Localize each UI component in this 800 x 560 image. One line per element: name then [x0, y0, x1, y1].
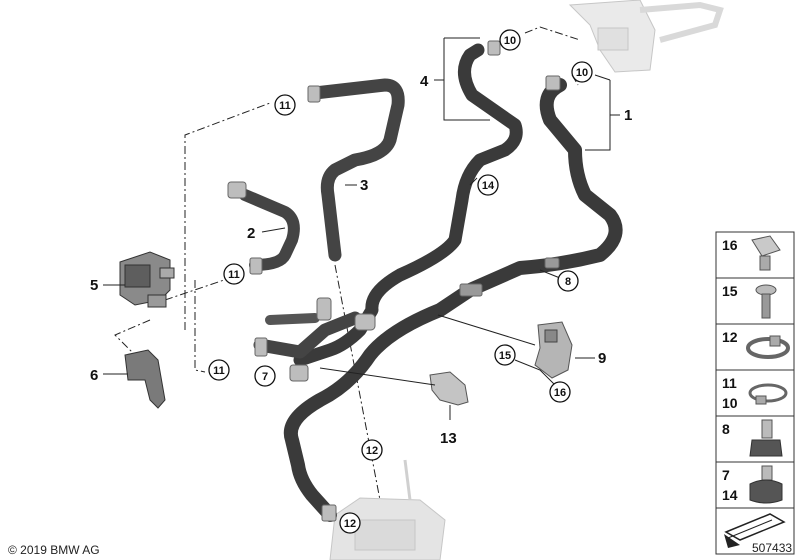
legend-row-7-14: 7 14: [715, 461, 795, 509]
callout-7: 7: [254, 365, 276, 387]
reference-lines: [103, 37, 620, 420]
copyright-text: © 2019 BMW AG: [8, 543, 100, 557]
parts-legend: 16 15 12 11 10 8: [715, 231, 795, 555]
part-labels: 1 2 3 4 5 6 9 13: [90, 73, 632, 447]
engine-component-top-right: [568, 0, 724, 73]
legend-row-12: 12: [715, 323, 795, 371]
callout-16: 16: [549, 381, 571, 403]
callout-10-top: 10: [499, 29, 521, 51]
svg-text:10: 10: [576, 67, 588, 79]
svg-text:14: 14: [722, 487, 738, 503]
svg-text:7: 7: [722, 467, 730, 483]
svg-text:16: 16: [554, 387, 566, 399]
svg-text:16: 16: [722, 237, 738, 253]
leader-lines: [114, 26, 581, 501]
legend-row-11-10: 11 10: [715, 369, 795, 417]
svg-text:8: 8: [722, 421, 730, 437]
svg-text:11: 11: [279, 100, 291, 112]
svg-text:11: 11: [213, 365, 225, 377]
label-part-13: 13: [440, 430, 457, 447]
holder: [429, 371, 469, 406]
svg-text:10: 10: [722, 395, 738, 411]
svg-text:15: 15: [722, 283, 738, 299]
label-part-9: 9: [598, 350, 606, 367]
label-part-3: 3: [360, 177, 368, 194]
label-part-6: 6: [90, 367, 98, 384]
callout-11-bottom: 11: [208, 359, 230, 381]
callout-8: 8: [557, 270, 579, 292]
svg-text:8: 8: [565, 276, 571, 288]
callout-15: 15: [494, 344, 516, 366]
svg-text:7: 7: [262, 371, 268, 383]
callout-11-middle: 11: [223, 263, 245, 285]
legend-row-15: 15: [715, 277, 795, 325]
label-part-1: 1: [624, 107, 632, 124]
callout-14: 14: [477, 174, 499, 196]
callout-12-middle: 12: [361, 439, 383, 461]
svg-text:10: 10: [504, 35, 516, 47]
bracket: [124, 349, 166, 409]
svg-text:12: 12: [722, 329, 738, 345]
svg-text:11: 11: [228, 269, 240, 281]
connectors: [227, 40, 561, 522]
engine-component-bottom: [329, 459, 446, 560]
coolant-valve: [119, 251, 175, 308]
label-part-4: 4: [420, 73, 429, 90]
legend-arrow-box: [715, 507, 795, 555]
legend-row-8: 8: [715, 415, 795, 463]
callout-11-top: 11: [274, 94, 296, 116]
diagram-number: 507433: [752, 541, 792, 555]
hoses: [239, 43, 623, 522]
callout-12-bottom: 12: [339, 512, 361, 534]
svg-text:15: 15: [499, 350, 511, 362]
svg-text:12: 12: [344, 518, 356, 530]
circle-callouts: 10 10 11 11 11 14 8 7 15 16 12 12: [208, 29, 593, 534]
legend-row-16: 16: [715, 231, 795, 279]
callout-10-right: 10: [571, 61, 593, 83]
label-part-2: 2: [247, 225, 255, 242]
svg-text:11: 11: [722, 375, 737, 391]
holder-assembly: [534, 321, 573, 379]
label-part-5: 5: [90, 277, 98, 294]
svg-text:12: 12: [366, 445, 378, 457]
svg-text:14: 14: [482, 180, 495, 192]
